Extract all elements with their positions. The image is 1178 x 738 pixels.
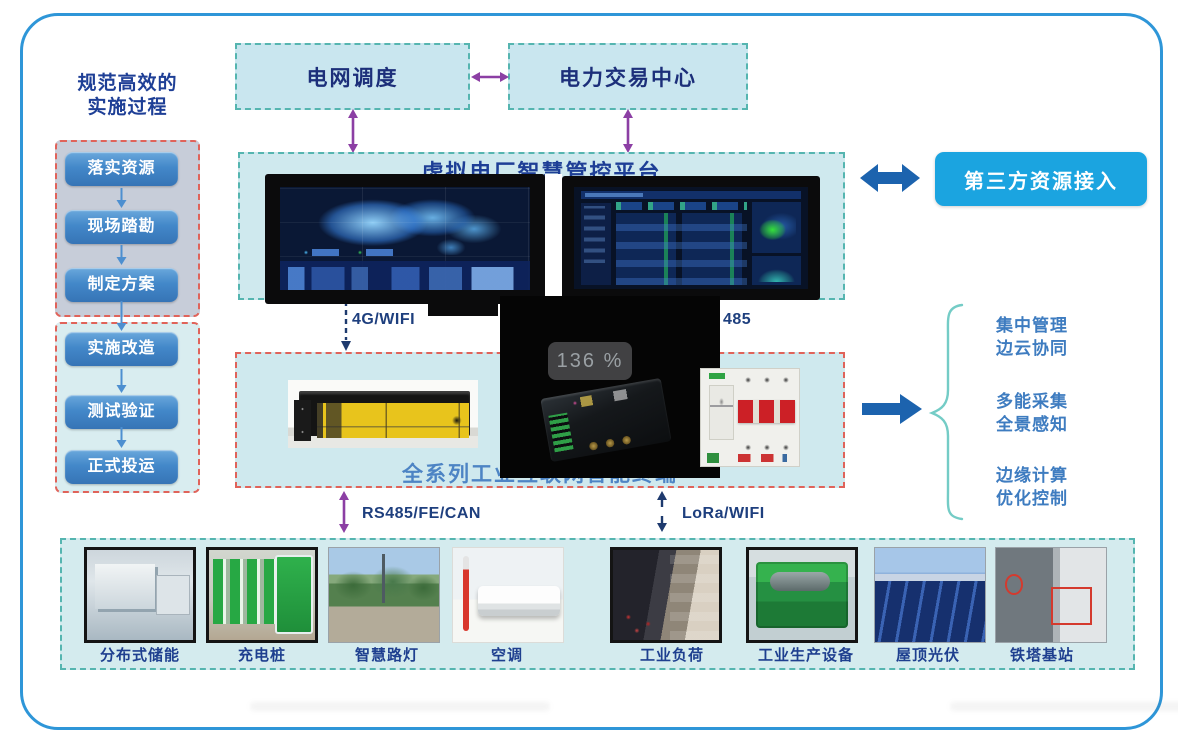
smart-breaker-photo — [700, 368, 800, 467]
vertical-double-arrow-icon — [348, 109, 358, 153]
third-party-access-label: 第三方资源接入 — [964, 170, 1118, 193]
resource-label: 智慧路灯 — [354, 647, 419, 664]
zoom-level-osd: 136 % — [548, 342, 632, 380]
step-secure-resources: 落实资源 — [65, 152, 178, 186]
sidebar-title: 规范高效的 实施过程 — [50, 72, 205, 120]
dashboard-kpi-row — [616, 202, 748, 211]
breaker-terminal-green — [706, 453, 719, 464]
curly-brace-icon — [928, 303, 964, 521]
dashed-down-arrow-icon — [341, 301, 351, 351]
down-arrow-icon — [116, 245, 127, 265]
feature-line: 优化控制 — [996, 489, 1068, 508]
feature-group-1: 集中管理 边云协同 — [996, 314, 1146, 360]
map-dashboard-screen — [280, 187, 530, 290]
breaker-bottom-marks — [738, 454, 796, 463]
thick-right-arrow-icon — [862, 394, 922, 424]
feature-line: 多能采集 — [996, 392, 1068, 411]
map-legend — [300, 248, 450, 256]
link-4g-wifi-label: 4G/WIFI — [352, 311, 416, 328]
screen-bottom-widgets — [287, 267, 523, 290]
resource-label: 屋顶光伏 — [895, 647, 960, 664]
monitoring-dashboard-screen — [574, 187, 808, 289]
zoom-level-value: 136 % — [556, 349, 624, 372]
power-trading-label: 电力交易中心 — [559, 66, 697, 90]
outer-border-frame — [20, 13, 1163, 730]
navy-double-arrow-icon — [657, 491, 667, 532]
production-equipment-photo — [746, 547, 858, 643]
link-485-label: 485 — [723, 311, 752, 328]
down-arrow-icon — [116, 369, 127, 393]
third-party-access-box: 第三方资源接入 — [935, 152, 1147, 206]
rooftop-pv-photo — [874, 547, 986, 643]
rack-ear — [293, 400, 311, 442]
reflection-smudge — [250, 702, 550, 711]
video-wall-monitor — [265, 174, 545, 304]
power-trading-box: 电力交易中心 — [508, 43, 748, 110]
purple-double-arrow-icon — [339, 491, 349, 533]
link-rs485-label: RS485/FE/CAN — [362, 505, 481, 522]
step-go-live: 正式投运 — [65, 450, 178, 484]
dashboard-monitor — [562, 176, 820, 300]
feature-line: 全景感知 — [996, 415, 1068, 434]
down-arrow-icon — [116, 301, 127, 331]
link-lora-label: LoRa/WIFI — [682, 505, 765, 522]
monitor-gap — [545, 174, 562, 296]
step-implement: 实施改造 — [65, 332, 178, 366]
gateway-terminal-blocks — [548, 412, 574, 453]
industrial-router-photo — [288, 380, 478, 448]
resource-label: 工业生产设备 — [757, 647, 854, 664]
horizontal-double-arrow-icon — [471, 72, 509, 82]
breaker-top-screws — [740, 374, 795, 385]
feature-group-2: 多能采集 全景感知 — [996, 390, 1146, 436]
dashboard-map-panel — [751, 202, 801, 254]
grid-dispatch-box: 电网调度 — [235, 43, 470, 110]
feature-line: 边云协同 — [996, 339, 1068, 358]
smart-streetlight-photo — [328, 547, 440, 643]
province-map-glow — [290, 193, 520, 255]
dashboard-sidebar — [581, 203, 612, 285]
breaker-red-handles — [738, 400, 796, 424]
distributed-storage-photo — [84, 547, 196, 643]
feature-line: 集中管理 — [996, 316, 1068, 335]
dashboard-header — [581, 191, 801, 200]
down-arrow-icon — [116, 427, 127, 448]
air-conditioner-photo — [452, 547, 564, 643]
monitor-stand — [428, 300, 498, 316]
resource-label: 空调 — [490, 647, 523, 664]
router-front-panel — [316, 403, 469, 439]
breaker-terminal-green — [708, 372, 725, 379]
grid-dispatch-label: 电网调度 — [306, 66, 399, 90]
dashboard-card-columns — [616, 212, 748, 285]
sidebar-title-line2: 实施过程 — [87, 97, 168, 118]
down-arrow-icon — [116, 188, 127, 208]
resource-label: 分布式储能 — [99, 647, 180, 664]
step-make-plan: 制定方案 — [65, 268, 178, 302]
thick-double-arrow-icon — [860, 164, 920, 192]
breaker-control-module — [708, 384, 735, 440]
resource-label: 工业负荷 — [639, 647, 704, 664]
reflection-smudge — [950, 702, 1178, 711]
dashboard-chart-panel — [751, 256, 801, 285]
resource-label: 充电桩 — [237, 647, 286, 664]
resource-label: 铁塔基站 — [1009, 647, 1074, 664]
breaker-bottom-screws — [740, 442, 795, 453]
step-test-verify: 测试验证 — [65, 395, 178, 429]
feature-group-3: 边缘计算 优化控制 — [996, 464, 1146, 510]
feature-line: 边缘计算 — [996, 466, 1068, 485]
step-site-survey: 现场踏勘 — [65, 210, 178, 244]
sidebar-title-line1: 规范高效的 — [77, 73, 178, 94]
tower-base-station-photo — [995, 547, 1107, 643]
ev-charger-photo — [206, 547, 318, 643]
industrial-load-photo — [610, 547, 722, 643]
vertical-double-arrow-icon — [623, 109, 633, 153]
